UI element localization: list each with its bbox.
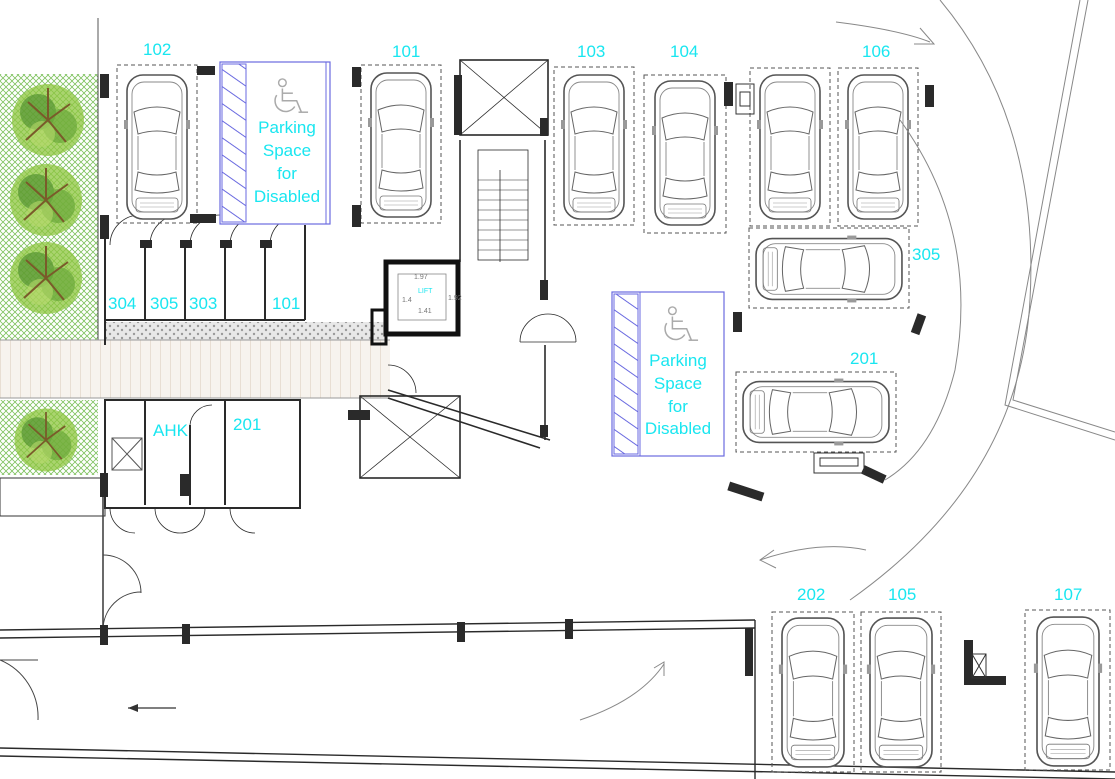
lift-dimension: 1.92: [448, 295, 462, 302]
column: [180, 474, 190, 496]
car-icon: [742, 378, 890, 446]
tree-icon: [9, 241, 83, 315]
disabled-label-line: Parking: [258, 118, 316, 137]
car-icon: [866, 617, 936, 768]
car-icon: [755, 235, 903, 303]
tree-icon: [9, 163, 83, 237]
shaft-box: [111, 437, 143, 471]
storage-room-label: 305: [150, 294, 178, 313]
disabled-label-line: Space: [654, 374, 702, 393]
lobby: [359, 364, 551, 479]
parking-space-label: 202: [797, 585, 825, 604]
disabled-label-line: for: [277, 164, 297, 183]
car-icon: [756, 74, 824, 220]
disabled-label-line: Parking: [649, 351, 707, 370]
storage-room-label: 101: [272, 294, 300, 313]
wall-columns: [100, 473, 753, 676]
parking-space-label: 103: [577, 42, 605, 61]
parking-space-outlines: [116, 64, 1111, 773]
car-icon: [778, 617, 848, 768]
parking-space-label: 102: [143, 40, 171, 59]
lobby-columns: [348, 410, 370, 420]
car-icon: [367, 72, 435, 218]
structural-columns: [100, 66, 1006, 685]
storage-room-label: 303: [189, 294, 217, 313]
lower-rooms: [104, 399, 301, 534]
parking-space-label: 201: [850, 349, 878, 368]
car-icon: [123, 74, 191, 220]
lift-shaft: [370, 259, 461, 346]
parking-space-label: 101: [392, 42, 420, 61]
stair-core: [459, 59, 577, 440]
parking-space-label: 104: [670, 42, 698, 61]
disabled-label-line: for: [668, 397, 688, 416]
parking-space-label: 106: [862, 42, 890, 61]
tree-icon: [13, 407, 79, 473]
lift-label: LIFT: [418, 288, 433, 295]
entrance-doors: [0, 477, 142, 721]
parking-space-label: 105: [888, 585, 916, 604]
parking-space-label: 107: [1054, 585, 1082, 604]
room-label-ahk: AHK: [153, 421, 189, 440]
arrow-icon: [128, 704, 176, 712]
disabled-label-line: Disabled: [645, 419, 711, 438]
car-icon: [651, 80, 719, 226]
room-label-201: 201: [233, 415, 261, 434]
car-icon: [844, 74, 912, 220]
car-icon: [560, 74, 628, 220]
parking-space-label: 305: [912, 245, 940, 264]
storage-columns: [140, 240, 272, 248]
equipment-boxes: [735, 83, 987, 679]
lift-dimension: 1.4: [402, 297, 412, 304]
lift-dimension: 1.41: [418, 308, 432, 315]
stair-columns: [454, 75, 548, 437]
disabled-space-middle: [611, 291, 725, 457]
driveway-curves: [579, 0, 1115, 721]
storage-room-label: 304: [108, 294, 136, 313]
lift-dimension: 1.97: [414, 274, 428, 281]
tree-icon: [11, 83, 85, 157]
car-icon: [1033, 616, 1103, 767]
disabled-space-top: [219, 61, 331, 225]
disabled-label-line: Disabled: [254, 187, 320, 206]
perimeter-wall: [0, 619, 1115, 779]
disabled-label-line: Space: [263, 141, 311, 160]
walkway: [0, 322, 390, 399]
